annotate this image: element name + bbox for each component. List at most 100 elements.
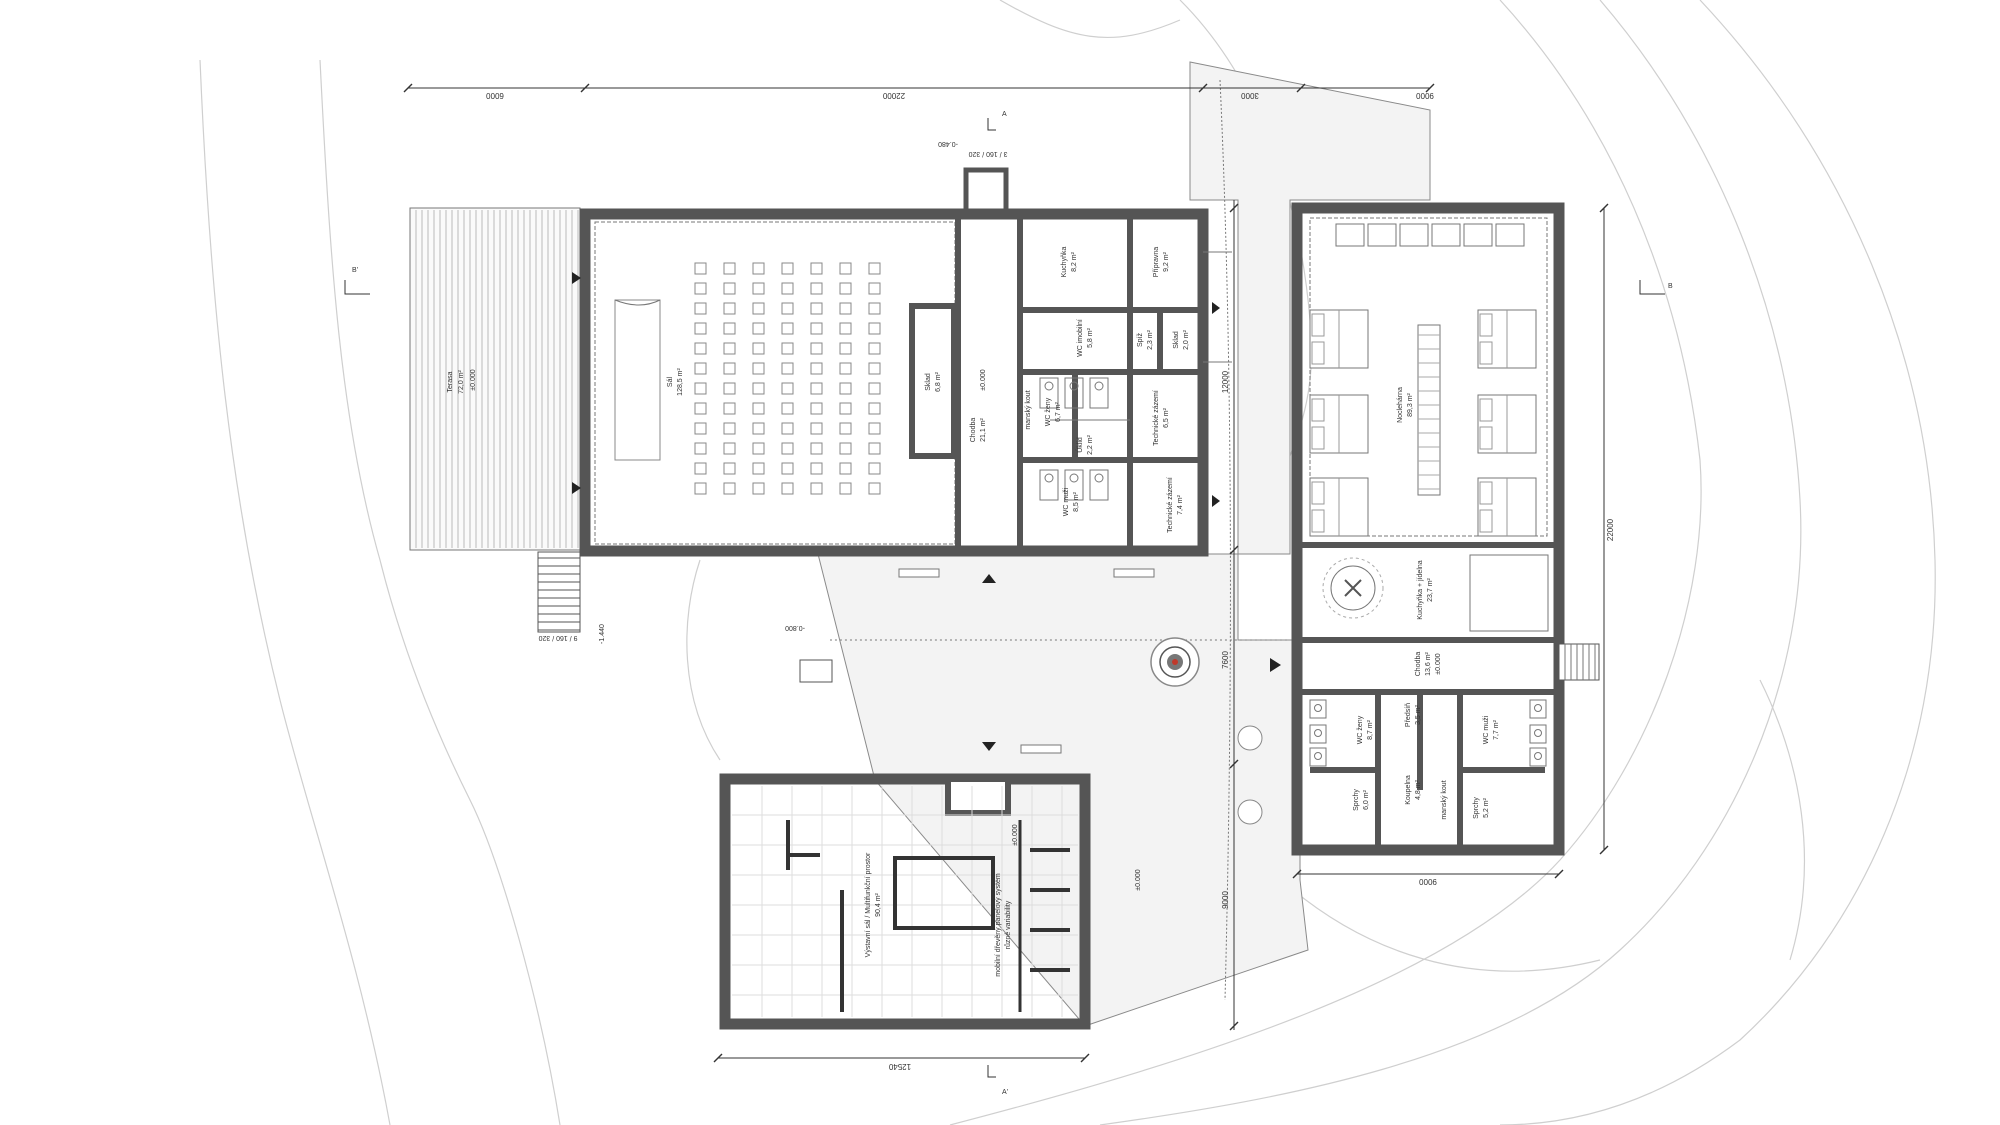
hall-seat (781, 322, 794, 335)
room-nocleharna-name: Noclehárna (1397, 387, 1404, 423)
hall-seat (868, 402, 881, 415)
wc-cubicle (1064, 377, 1084, 409)
hall-seat (839, 382, 852, 395)
pillow-icon (1311, 313, 1325, 337)
hall-seat (781, 422, 794, 435)
toilet-icon (1094, 473, 1104, 483)
wc-cubicle (1529, 699, 1547, 719)
pillow-icon (1311, 341, 1325, 365)
room-uklid-name: Úklid (1075, 437, 1084, 453)
room-tech1-area: 6,5 m² (1163, 407, 1170, 428)
room-terasa-name: Terasa (447, 371, 454, 392)
wc-cubicle (1309, 699, 1327, 719)
hall-seat (781, 302, 794, 315)
wc-cubicle (1039, 377, 1059, 409)
section-labels: A A' B' B (352, 111, 1673, 1096)
hall-seat (781, 262, 794, 275)
room-wc-zeny-area: 6,7 m² (1055, 401, 1062, 422)
toilet-icon (1044, 381, 1054, 391)
hall-seat (752, 382, 765, 395)
toilet-icon (1534, 729, 1542, 737)
hall-seat (694, 422, 707, 435)
hall-seat (839, 422, 852, 435)
hall-seat (752, 342, 765, 355)
hall-seat (752, 402, 765, 415)
hall-seat (694, 442, 707, 455)
hall-seat (752, 322, 765, 335)
hall-seat (694, 462, 707, 475)
hall-seat (781, 362, 794, 375)
hall-seat (723, 422, 736, 435)
room-wc-muzi-area: 8,5 m² (1073, 491, 1080, 512)
hall-seat (694, 302, 707, 315)
stair-left: 9 / 160 / 320 (538, 634, 577, 641)
terrace (409, 207, 581, 633)
room-wc-muzi-name: WC muži (1063, 487, 1070, 516)
room-mansky-kout-r: manský kout (1441, 780, 1448, 819)
hall-seat (839, 482, 852, 495)
room-chodba-r-name: Chodba (1415, 652, 1422, 677)
panel-note-line2: různé variability (1004, 900, 1012, 949)
hall-seat (694, 382, 707, 395)
room-sprchy-l-name: Sprchy (1353, 789, 1360, 811)
main-building (572, 167, 1232, 557)
room-predsin-name: Předsíň (1405, 703, 1412, 727)
pillow-icon (1479, 341, 1493, 365)
panel-note-line1: mobilní dřevěný panelový systém (995, 873, 1002, 977)
hall-seat (694, 402, 707, 415)
section-a-top: A (1002, 111, 1007, 118)
dim-top-9000: 9000 (1416, 91, 1434, 100)
hall-seat (839, 262, 852, 275)
room-sal-name: Sál (667, 377, 674, 388)
hall-seat (810, 342, 823, 355)
room-predsin-area: 3,5 m² (1415, 704, 1422, 725)
room-labels: Terasa 72,0 m² Sál 128,5 m² Sklad 6,8 m²… (447, 247, 1500, 977)
level-path: -0.800 (785, 624, 805, 631)
hall-seat (781, 442, 794, 455)
hall-seat (723, 382, 736, 395)
hall-seat (839, 362, 852, 375)
hall-seat (781, 482, 794, 495)
hall-seat (810, 462, 823, 475)
hall-seat (810, 262, 823, 275)
room-sprchy-r-area: 5,2 m² (1483, 797, 1490, 818)
pillow-icon (1479, 426, 1493, 450)
hall-seat (752, 462, 765, 475)
room-tech2-area: 7,4 m² (1177, 494, 1184, 515)
dim-bottom-12540: 12540 (888, 1062, 911, 1071)
hall-seat (723, 442, 736, 455)
room-koupelna-name: Koupelna (1405, 775, 1412, 805)
wc-cubicle (1089, 377, 1109, 409)
hall-seat (868, 442, 881, 455)
section-markers (344, 118, 1665, 1078)
section-b-left: B' (352, 267, 358, 274)
room-vystavni-name: Výstavní sál / Multifunkční prostor (865, 852, 872, 957)
pillow-icon (1311, 509, 1325, 533)
pillow-icon (1479, 313, 1493, 337)
wc-cubicle (1309, 724, 1327, 744)
hall-seat (752, 262, 765, 275)
room-nocleharna-area: 89,3 m² (1407, 392, 1414, 416)
toilet-icon (1534, 704, 1542, 712)
room-tech1-name: Technické zázemí (1153, 390, 1160, 446)
wc-cubicle (1309, 747, 1327, 767)
hall-seat (868, 282, 881, 295)
room-pripravna-area: 9,2 m² (1163, 251, 1170, 272)
hall-seat (781, 382, 794, 395)
room-kuch-jidelna-area: 23,7 m² (1427, 577, 1434, 601)
hall-seat (723, 462, 736, 475)
level-right-corridor: ±0.000 (1435, 653, 1442, 674)
hall-seat (723, 302, 736, 315)
hall-seat (781, 282, 794, 295)
dim-right-22000: 22000 (1606, 518, 1615, 541)
hall-seat (752, 422, 765, 435)
room-wc-imob-area: 5,8 m² (1087, 327, 1094, 348)
hall-seat (868, 342, 881, 355)
toilet-icon (1314, 704, 1322, 712)
bunk-icon (1367, 223, 1397, 247)
room-spiz-name: Spíž (1137, 333, 1144, 348)
toilet-icon (1534, 752, 1542, 760)
hall-seat (723, 362, 736, 375)
north-path-paving (1189, 61, 1431, 555)
